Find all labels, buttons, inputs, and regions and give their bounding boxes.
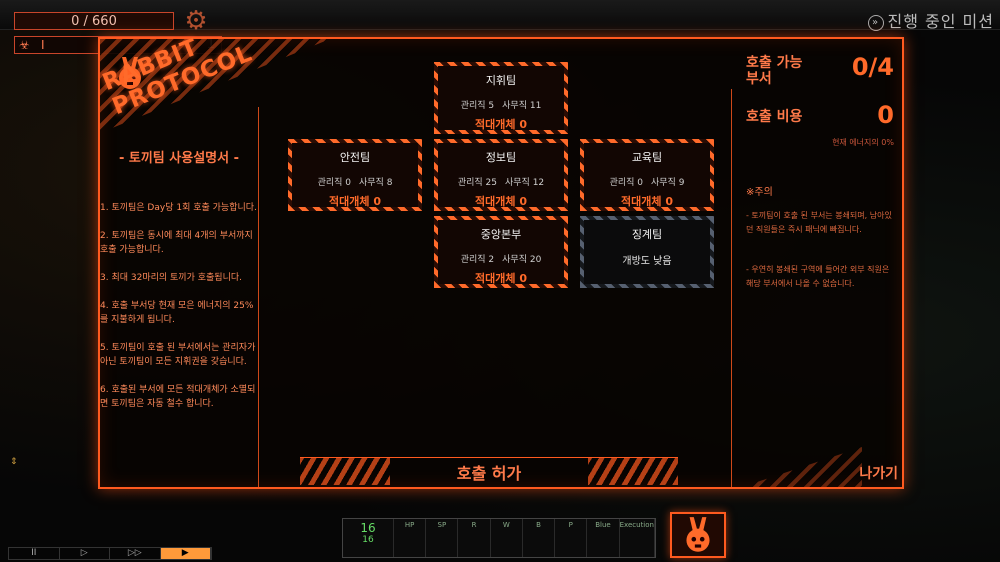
dept-managers: 관리직 0: [317, 178, 351, 188]
left-divider: [258, 107, 259, 487]
dept-hostile: 적대개체 0: [475, 272, 527, 285]
biohazard-icon: ☣: [19, 38, 30, 52]
manual-item: 4. 호출 부서당 현재 모은 에너지의 25%를 지불하게 됩니다.: [100, 301, 254, 325]
dept-managers: 관리직 0: [609, 178, 643, 188]
mission-label: 진행 중인 미션: [887, 12, 994, 31]
dept-clerks: 사무직 20: [502, 255, 542, 265]
dept-name: 교육팀: [631, 151, 663, 164]
dept-name: 정보팀: [485, 151, 517, 164]
manual-item: 2. 토끼팀은 동시에 최대 4개의 부서까지 호출 가능합니다.: [100, 231, 253, 255]
dept-safety[interactable]: 안전팀 관리직 0 사무직 8 적대개체 0: [291, 142, 419, 208]
bullet-slot-p[interactable]: P: [555, 519, 588, 557]
manual-item: 6. 호출된 부서에 모든 적대개체가 소멸되면 토끼팀은 자동 철수 합니다.: [100, 385, 256, 409]
bullet-slot-r[interactable]: R: [458, 519, 491, 557]
rabbit-protocol-button[interactable]: [670, 512, 726, 558]
dept-clerks: 사무직 8: [359, 178, 393, 188]
dept-name: 안전팀: [339, 151, 371, 164]
mission-button[interactable]: »진행 중인 미션: [867, 8, 995, 32]
bullet-slot-b[interactable]: B: [523, 519, 556, 557]
dept-training[interactable]: 교육팀 관리직 0 사무직 9 적대개체 0: [583, 142, 711, 208]
fastest-button[interactable]: ▶: [160, 548, 211, 559]
cost-value: 0: [877, 101, 894, 129]
warning-title: ※주의: [746, 187, 773, 198]
cost-label: 호출 비용: [746, 109, 803, 125]
manual-title: - 토끼팀 사용설명서 -: [118, 151, 240, 166]
dept-managers: 관리직 25: [457, 178, 497, 188]
exit-button[interactable]: 나가기: [859, 466, 898, 482]
manual-list: 1. 토끼팀은 Day당 1회 호출 가능합니다. 2. 토끼팀은 동시에 최대…: [100, 201, 258, 425]
dept-managers: 관리직 2: [460, 255, 495, 265]
meter-separator: I: [41, 38, 45, 52]
bullet-slot-blue[interactable]: Blue: [587, 519, 620, 557]
energy-bar: 0 / 660: [14, 12, 174, 30]
speed-control: II ▷ ▷▷ ▶: [8, 547, 212, 560]
right-divider: [731, 89, 732, 487]
bullet-slot-w[interactable]: W: [491, 519, 523, 557]
hazard-stripes: [742, 447, 862, 487]
warning-text: - 토끼팀이 호출 된 부서는 봉쇄되며, 남아있던 직원들은 즉시 패닉에 빠…: [746, 211, 892, 234]
chevron-right-icon: »: [867, 15, 884, 31]
fast-button[interactable]: ▷▷: [110, 548, 161, 559]
bullet-slot-hp[interactable]: HP: [394, 519, 427, 557]
hazard-stripes: [588, 458, 678, 485]
pause-button[interactable]: II: [9, 548, 60, 559]
dept-hostile: 적대개체 0: [475, 195, 527, 208]
dept-name: 징계팀: [631, 228, 663, 241]
dept-name: 지휘팀: [485, 74, 517, 87]
energy-text: 0 / 660: [71, 14, 117, 29]
manual-item: 3. 최대 32마리의 토끼가 호출됩니다.: [100, 273, 242, 283]
dept-hostile: 적대개체 0: [329, 195, 381, 208]
dept-discipline[interactable]: 징계팀 개방도 낮음: [583, 219, 711, 285]
gear-icon: ⚙: [184, 6, 208, 36]
rabbit-head-icon: [119, 57, 141, 89]
manual-item: 5. 토끼팀이 호출 된 부서에서는 관리자가 아닌 토끼팀이 모든 지휘권을 …: [100, 343, 256, 367]
dept-central-command[interactable]: 중앙본부 관리직 2 사무직 20 적대개체 0: [437, 219, 565, 285]
manual-item: 1. 토끼팀은 Day당 1회 호출 가능합니다.: [100, 203, 257, 213]
rabbit-icon: [686, 517, 710, 552]
scroll-arrow-icon[interactable]: ⇕: [10, 457, 18, 467]
dept-command[interactable]: 지휘팀 관리직 5 사무직 11 적대개체 0: [437, 65, 565, 131]
warning-text: - 우연히 봉쇄된 구역에 들어간 외부 직원은 해당 부서에서 나올 수 없습…: [746, 265, 890, 288]
dept-openness: 개방도 낮음: [622, 256, 672, 267]
call-permit-label: 호출 허가: [456, 463, 522, 483]
call-permit-button[interactable]: 호출 허가: [300, 457, 678, 485]
dept-hostile: 적대개체 0: [475, 118, 527, 131]
rabbit-protocol-panel: RABBIT PROTOCOL - 토끼팀 사용설명서 - 1. 토끼팀은 Da…: [98, 34, 904, 489]
cost-note: 현재 에너지의 0%: [832, 138, 894, 147]
dept-information[interactable]: 정보팀 관리직 25 사무직 12 적대개체 0: [437, 142, 565, 208]
dept-clerks: 사무직 9: [651, 178, 685, 188]
dept-managers: 관리직 5: [460, 101, 495, 111]
dept-clerks: 사무직 11: [502, 101, 542, 111]
callable-value: 0/4: [851, 53, 894, 81]
dept-name: 중앙본부: [480, 228, 522, 241]
bullet-slot-sp[interactable]: SP: [426, 519, 459, 557]
counter-top: 16: [360, 521, 376, 535]
hazard-stripes: [300, 458, 390, 485]
bullet-slot-execution[interactable]: Execution: [620, 519, 655, 557]
dept-hostile: 적대개체 0: [621, 195, 673, 208]
counter-bottom: 16: [362, 535, 374, 545]
callable-label: 호출 가능 부서: [746, 55, 803, 87]
play-button[interactable]: ▷: [60, 548, 110, 559]
dept-clerks: 사무직 12: [505, 178, 545, 188]
